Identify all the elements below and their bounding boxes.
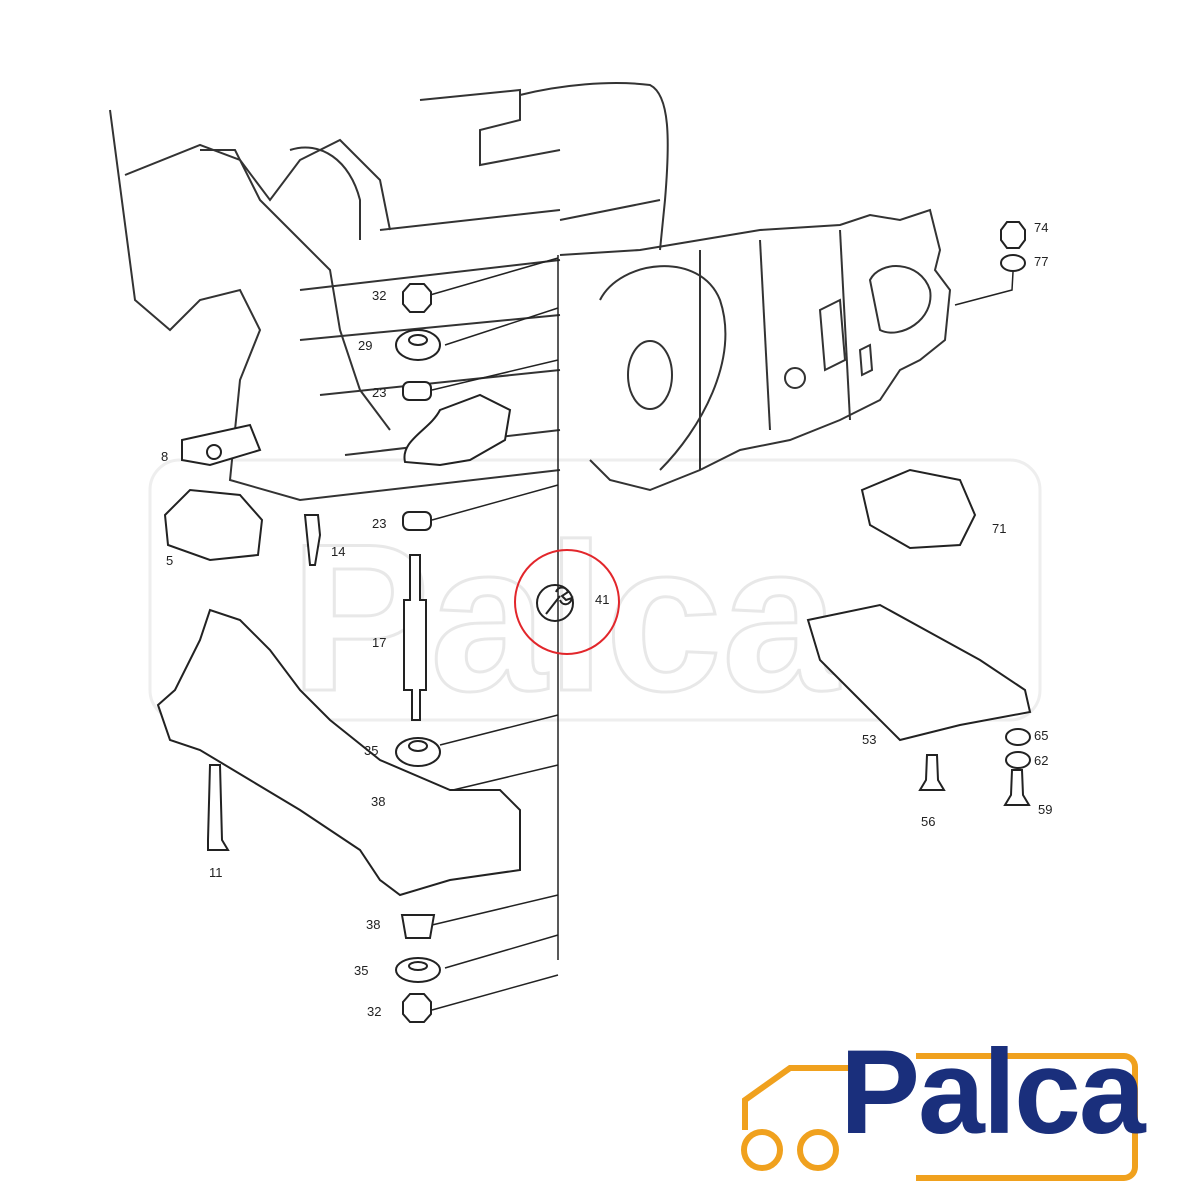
bracket-8 (181, 423, 262, 467)
callout-23-bottom: 23 (372, 516, 387, 531)
nut-32-bottom (402, 993, 432, 1023)
bolt-59 (1003, 769, 1031, 806)
callout-65: 65 (1034, 728, 1049, 743)
shaft-17 (403, 554, 427, 721)
washer-65 (1005, 728, 1031, 746)
callout-56: 56 (921, 814, 936, 829)
bracket-53 (806, 603, 1032, 742)
highlight-circle (514, 549, 620, 655)
bolt-11 (207, 764, 230, 851)
bolt-14 (303, 514, 322, 566)
nut-74 (1000, 221, 1026, 249)
callout-14: 14 (331, 544, 346, 559)
logo-text: Palca (840, 1025, 1146, 1159)
callout-17: 17 (372, 635, 387, 650)
callout-74: 74 (1034, 220, 1049, 235)
callout-35-top: 35 (364, 743, 379, 758)
crossmember (156, 608, 521, 897)
callout-53: 53 (862, 732, 877, 747)
callout-35-bottom: 35 (354, 963, 369, 978)
truck-icon (741, 1065, 858, 1171)
callout-29: 29 (358, 338, 373, 353)
wrench-icon (536, 584, 574, 622)
callout-32-top: 32 (372, 288, 387, 303)
callout-32-bottom: 32 (367, 1004, 382, 1019)
nut-32-top (402, 283, 432, 313)
reference-line (429, 255, 559, 1011)
mount-71 (860, 468, 977, 550)
bolt-56 (918, 754, 946, 791)
callout-41: 41 (595, 592, 610, 607)
callout-62: 62 (1034, 753, 1049, 768)
logo-frame (916, 1053, 1138, 1181)
callout-38-top: 38 (371, 794, 386, 809)
callout-77: 77 (1034, 254, 1049, 269)
callout-59: 59 (1038, 802, 1053, 817)
callout-11: 11 (209, 865, 223, 880)
mount-parts (156, 221, 1032, 1023)
washer-77 (1000, 254, 1026, 272)
bushing-23-bottom (402, 511, 432, 531)
callout-38-bottom: 38 (366, 917, 381, 932)
callout-5: 5 (166, 553, 174, 568)
washer-62 (1005, 751, 1031, 769)
callout-71: 71 (992, 521, 1007, 536)
engine-transmission-drawing (109, 82, 952, 502)
callout-8: 8 (161, 449, 169, 464)
bracket-top (403, 393, 512, 467)
callout-23-top: 23 (372, 385, 387, 400)
bushing-38-bottom (400, 914, 436, 939)
mount-5 (163, 488, 264, 562)
bushing-23-top (402, 381, 432, 401)
